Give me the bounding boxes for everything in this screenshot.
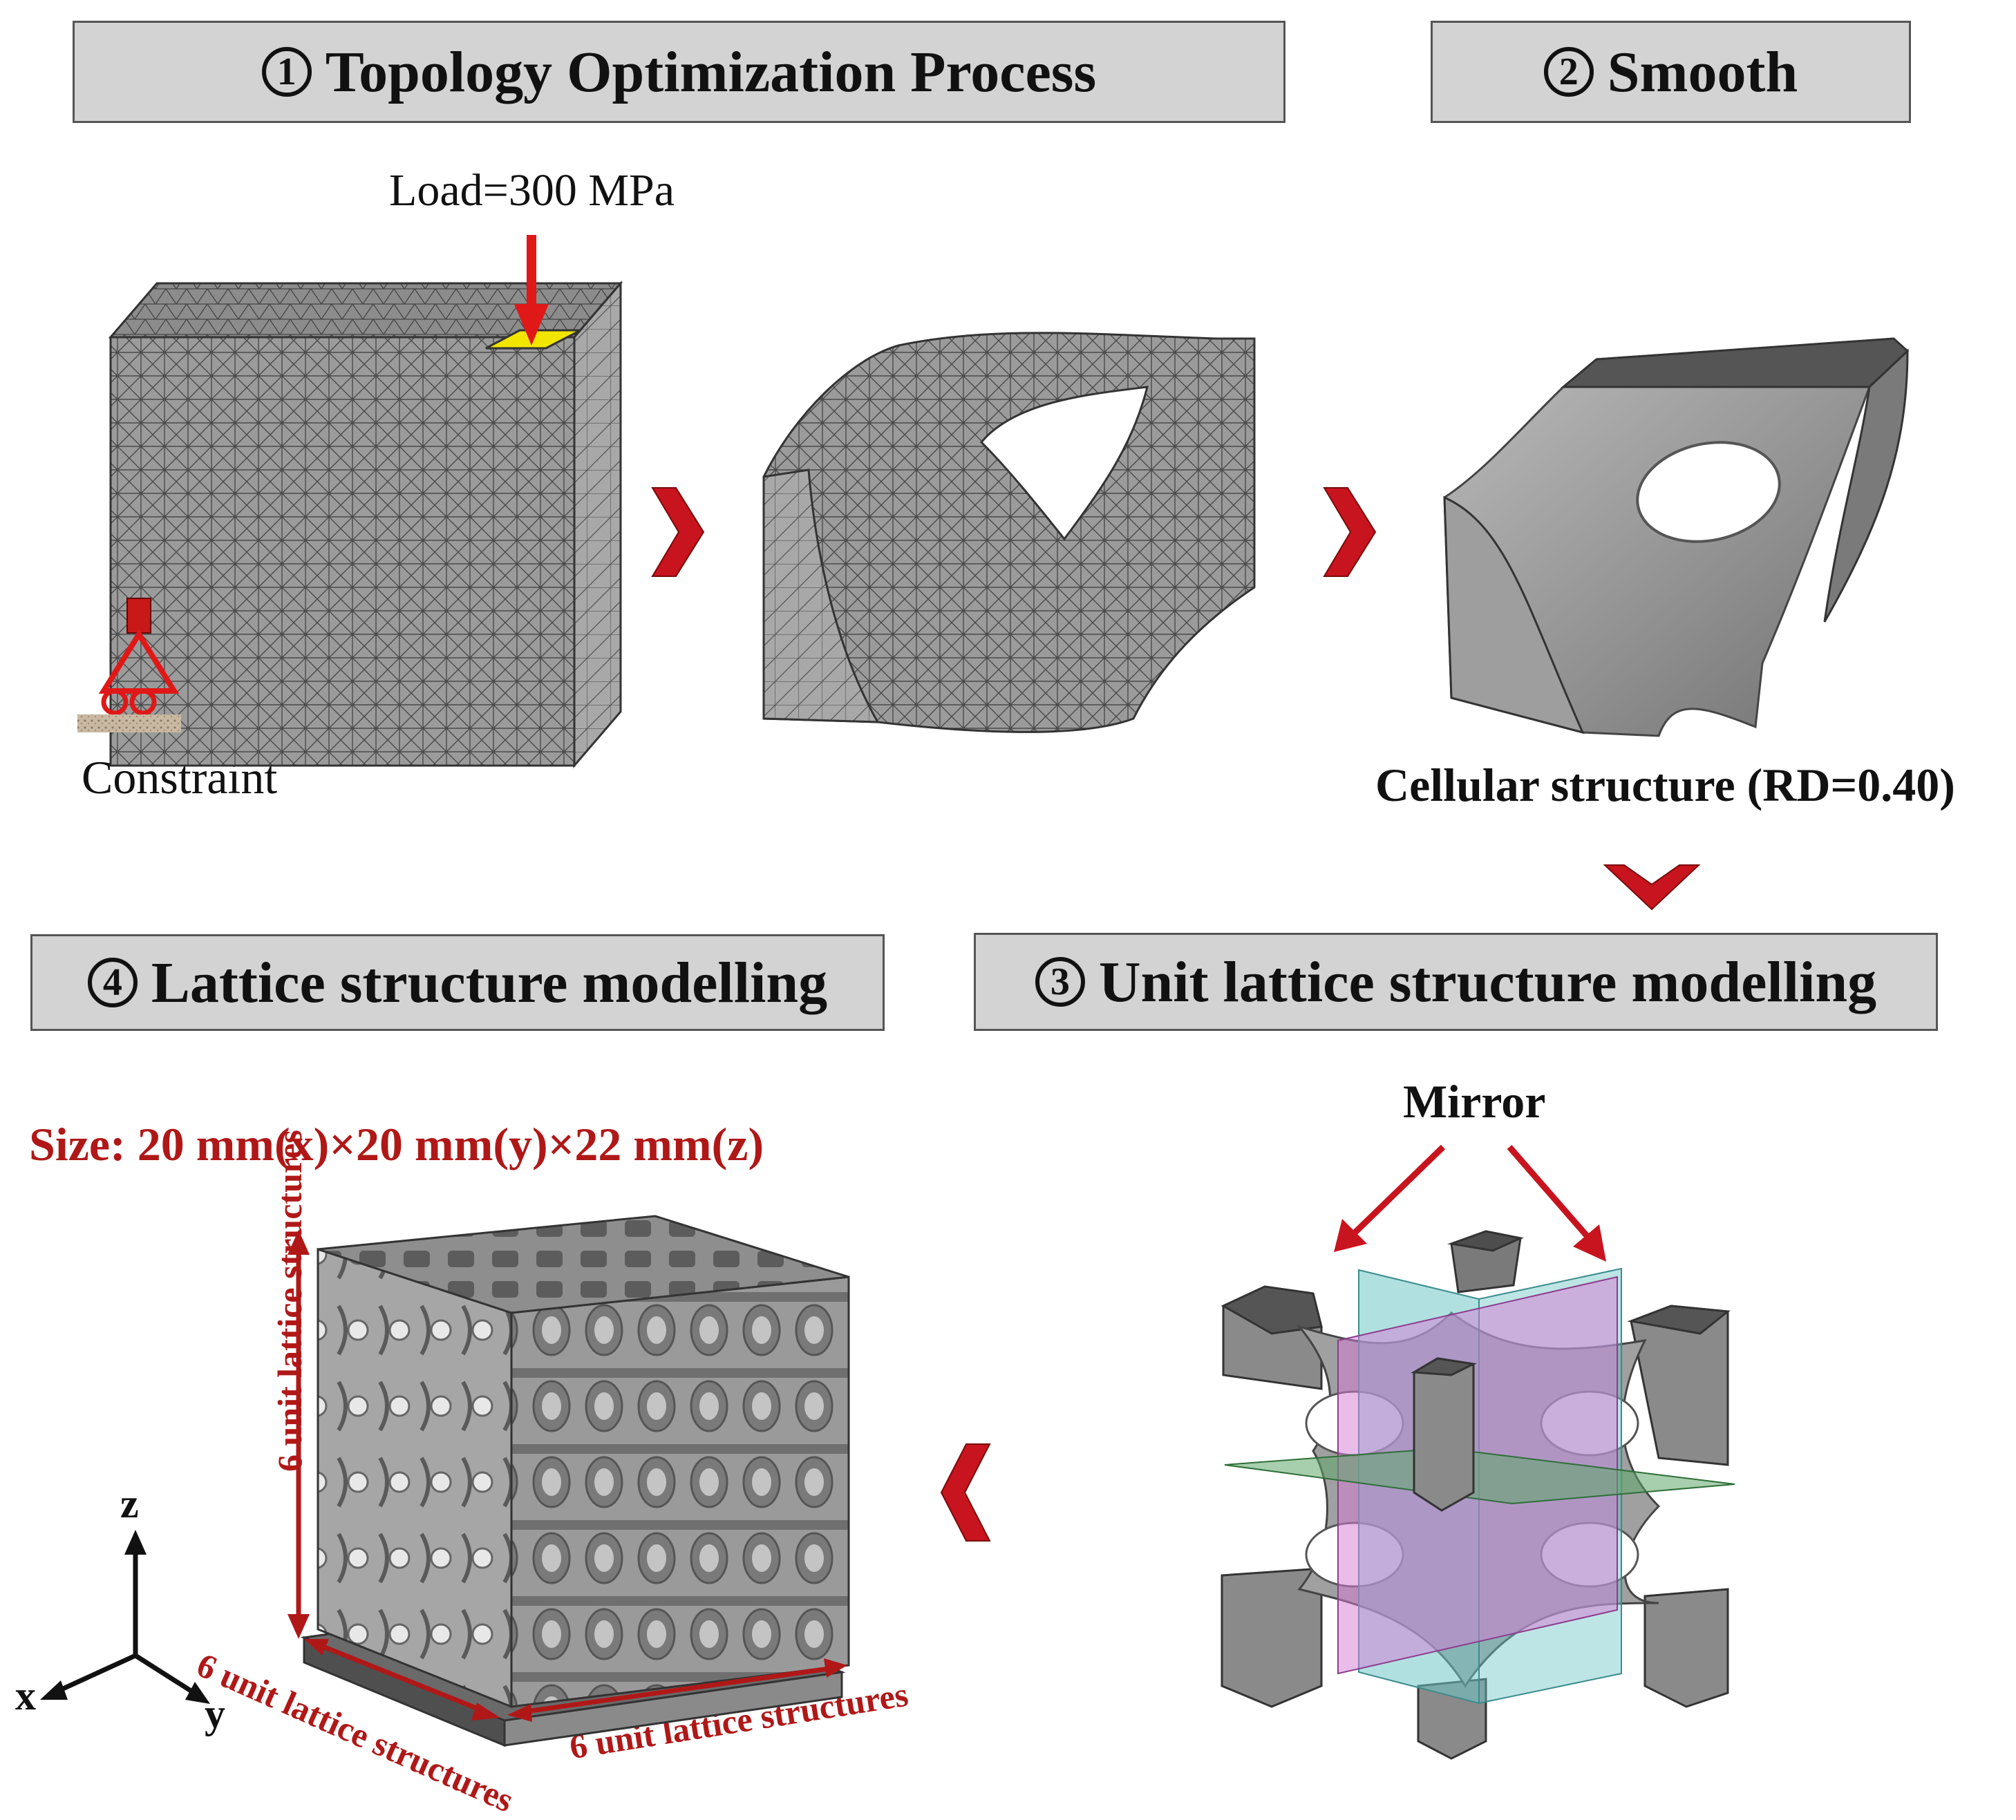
- center-strut: [1413, 1357, 1475, 1512]
- chevron-left-icon: [940, 1443, 991, 1542]
- header-unit-lattice-modelling: 3 Unit lattice structure modelling: [974, 933, 1938, 1031]
- header-title: Smooth: [1607, 39, 1798, 104]
- header-lattice-structure-modelling: 4 Lattice structure modelling: [30, 934, 885, 1031]
- size-label: Size: 20 mm(x)×20 mm(y)×22 mm(z): [29, 1118, 764, 1170]
- step-number-badge: 1: [261, 47, 312, 97]
- mirror-arrows: [1334, 1144, 1606, 1262]
- load-arrow: [514, 235, 549, 345]
- chevron-right-icon: [651, 487, 705, 577]
- axis-y-label: y: [205, 1691, 225, 1736]
- header-title: Lattice structure modelling: [151, 950, 828, 1015]
- roller-support-icon: [77, 598, 181, 732]
- axis-x-label: x: [15, 1673, 36, 1718]
- header-title: Topology Optimization Process: [325, 39, 1097, 104]
- meshed-design-domain: [108, 280, 623, 769]
- optimized-mesh-shape: [762, 332, 1256, 733]
- chevron-right-icon: [1323, 487, 1377, 577]
- load-label: Load=300 MPa: [389, 165, 675, 216]
- mirror-label: Mirror: [1403, 1075, 1546, 1128]
- header-smooth: 2 Smooth: [1431, 21, 1911, 123]
- step-number-badge: 3: [1035, 957, 1085, 1007]
- header-title: Unit lattice structure modelling: [1098, 949, 1877, 1014]
- axis-z-label: z: [120, 1481, 139, 1526]
- chevron-down-icon: [1603, 864, 1701, 911]
- cellular-structure-label: Cellular structure (RD=0.40): [1375, 759, 1955, 811]
- coordinate-axes: [40, 1530, 210, 1704]
- header-topology-optimization: 1 Topology Optimization Process: [73, 21, 1285, 123]
- step-number-badge: 2: [1543, 47, 1594, 97]
- smoothed-cellular-structure: [1443, 337, 1910, 737]
- dimension-arrows: [288, 1230, 847, 1722]
- lattice-block: [300, 1215, 850, 1747]
- mirror-planes: [1224, 1267, 1735, 1705]
- step-number-badge: 4: [87, 958, 138, 1007]
